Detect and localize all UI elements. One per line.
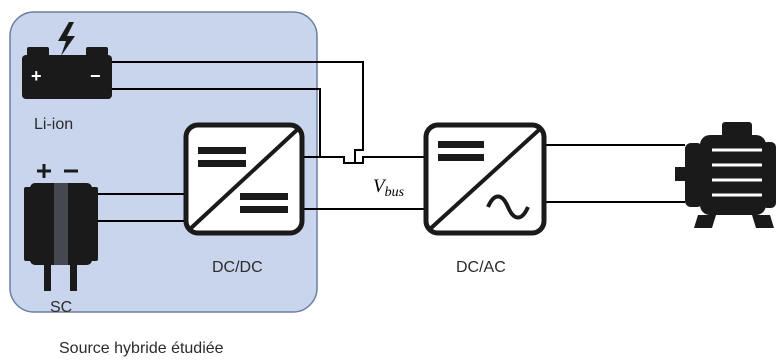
supercapacitor-icon — [24, 164, 98, 291]
supercap-label: SC — [50, 299, 72, 316]
wires — [94, 61, 685, 222]
dc-ac-inverter-icon — [423, 122, 547, 236]
battery-plus-label: + — [31, 66, 42, 86]
battery-minus-label: − — [90, 66, 101, 86]
battery-icon: + − — [22, 22, 112, 99]
dcac-label: DC/AC — [456, 259, 506, 276]
lightning-bolt-icon — [58, 22, 75, 56]
motor-icon — [675, 122, 776, 228]
sine-wave-icon — [486, 194, 530, 220]
hybrid-source-caption: Source hybride étudiée — [59, 340, 224, 357]
dcdc-label: DC/DC — [212, 259, 263, 276]
battery-label: Li-ion — [34, 116, 73, 133]
dc-dc-converter-icon — [183, 122, 305, 236]
battery-wire-top — [110, 61, 425, 164]
bus-voltage-label: Vbus — [373, 176, 405, 200]
